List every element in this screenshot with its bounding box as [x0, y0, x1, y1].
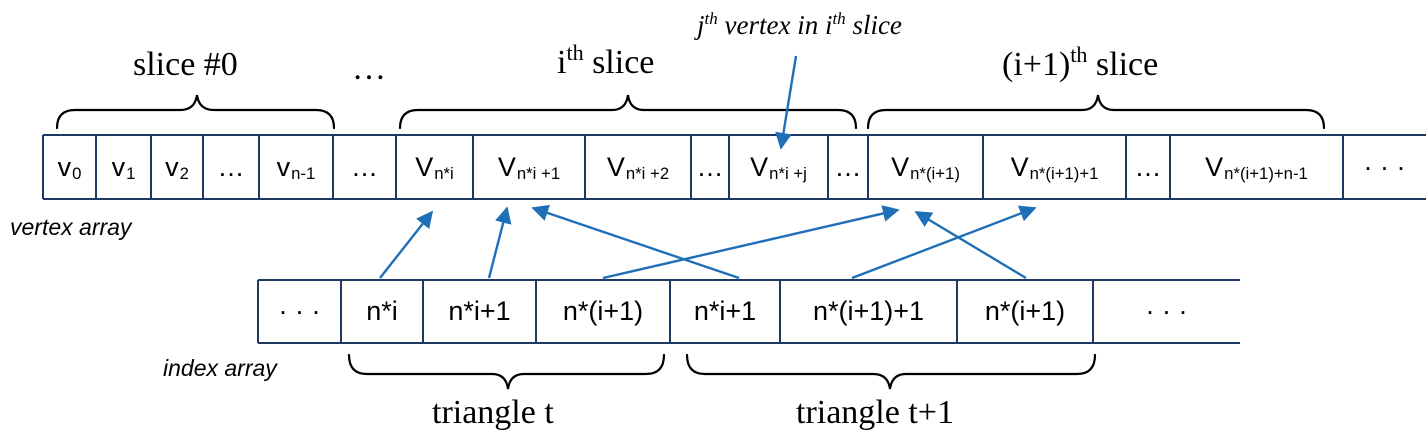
vertex-cell-base: V	[415, 151, 434, 182]
ith-slice-text: slice	[583, 44, 655, 81]
brace-next-slice	[866, 94, 1326, 130]
next-slice-sup: th	[1070, 42, 1088, 67]
vertex-cell-base: v	[276, 151, 291, 182]
vertex-cell-subscript: n*(i+1)+1	[1029, 164, 1099, 183]
vertex-array-label: vertex array	[10, 214, 132, 240]
vertex-cell-base: · · ·	[1363, 151, 1406, 182]
vertex-cell-subscript: n*i +1	[516, 164, 561, 183]
vertex-cell: …	[333, 135, 396, 199]
index-cell: n*(i+1)+1	[812, 296, 925, 326]
vertex-cell: …	[691, 135, 729, 199]
index-cell: · · ·	[278, 296, 321, 326]
ith-slice-base: i	[557, 44, 567, 81]
arrow-jth-vertex	[775, 55, 798, 150]
jth-sup-1: th	[704, 9, 718, 28]
next-slice-label: (i+1)th slice	[1002, 44, 1159, 83]
vertex-cell-subscript: 0	[72, 164, 82, 183]
slice-0-label: slice #0	[133, 46, 238, 83]
vertex-cell-subscript: n-1	[291, 164, 316, 183]
vertex-cell-base: …	[217, 151, 245, 182]
vertex-cell-base: V	[891, 151, 910, 182]
arrow-index-5-to-vn-i1-1	[851, 205, 1037, 280]
ith-slice-label: ith slice	[557, 42, 655, 81]
vertex-cell-base: V	[606, 151, 625, 182]
vertex-cell-base: …	[834, 151, 862, 182]
vertex-cell-base: …	[696, 151, 724, 182]
arrow-index-4-to-vni1	[531, 204, 740, 280]
index-cell: n*(i+1)	[562, 296, 644, 326]
vertex-cell-subscript: n*i	[434, 164, 454, 183]
brace-ith-slice	[398, 94, 858, 130]
vertex-cell: …	[828, 135, 868, 199]
index-cell: n*(i+1)	[984, 296, 1066, 326]
vertex-cell: …	[1126, 135, 1170, 199]
triangle-t-label: triangle t	[432, 394, 554, 431]
vertex-cell-subscript: n*(i+1)	[910, 164, 960, 183]
brace-slice-0	[55, 94, 336, 130]
vertex-cell-base: v	[111, 151, 126, 182]
index-cell: n*i+1	[448, 296, 511, 326]
index-array-frame	[257, 279, 1240, 344]
index-cell: n*i	[366, 296, 398, 326]
jth-end: slice	[845, 10, 902, 40]
vertex-cell-base: …	[351, 151, 378, 182]
index-array-label: index array	[163, 355, 277, 381]
brace-triangle-t	[347, 353, 666, 390]
triangle-t1-label: triangle t+1	[796, 394, 954, 431]
vertex-cell-base: V	[750, 151, 769, 182]
vertex-cell-base: …	[1134, 151, 1162, 182]
vertex-cell-subscript: n*i +j	[769, 164, 807, 183]
index-cell: n*i+1	[693, 296, 757, 326]
brace-triangle-t1	[685, 353, 1097, 390]
jth-mid: vertex in i	[717, 10, 833, 40]
jth-j: j	[697, 10, 705, 40]
index-array: · · · n*i n*i+1 n*(i+1) n*i+1 n*(i+1)+1 n*(i+1…	[0, 280, 1426, 343]
vertex-cell-base: V	[1010, 151, 1029, 182]
top-ellipsis: …	[352, 50, 386, 87]
jth-sup-2: th	[832, 9, 846, 28]
next-slice-base: (i+1)	[1002, 46, 1071, 83]
vertex-cell: · · ·	[1343, 135, 1426, 199]
arrow-index-6-to-vni1plus	[914, 210, 1027, 280]
vertex-cell: …	[203, 135, 259, 199]
vertex-cell-base: v	[165, 151, 179, 182]
next-slice-text: slice	[1087, 46, 1159, 83]
vertex-array-frame	[42, 134, 1426, 200]
vertex-cell-base: V	[497, 151, 516, 182]
jth-vertex-label: jth vertex in ith slice	[697, 9, 902, 40]
vertex-cell-base: v	[57, 151, 72, 182]
arrow-index-1-to-vni	[379, 210, 434, 279]
vertex-cell-base: V	[1205, 151, 1224, 182]
index-cell: · · ·	[1145, 296, 1188, 326]
arrow-index-3-to-vni1plus	[602, 205, 900, 280]
arrow-index-2-to-vni1	[487, 206, 512, 279]
vertex-cell-subscript: n*(i+1)+n-1	[1224, 164, 1308, 183]
vertex-cell-subscript: 2	[179, 164, 189, 183]
vertex-cell-subscript: n*i +2	[625, 164, 670, 183]
vertex-cell-subscript: 1	[126, 164, 136, 183]
ith-slice-sup: th	[566, 40, 584, 65]
